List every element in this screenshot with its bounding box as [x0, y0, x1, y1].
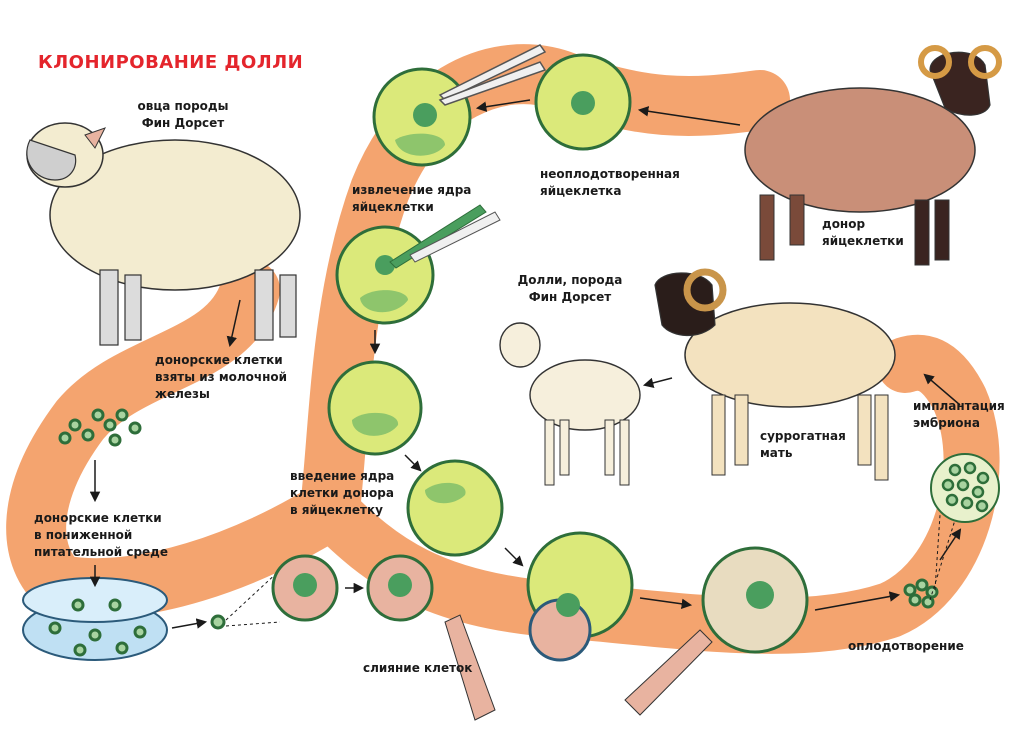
label-unfertilized-egg: неоплодотворенная яйцеклетка	[540, 167, 680, 198]
egg-cell-recipient	[406, 459, 504, 557]
egg-cell-extracted	[372, 67, 472, 167]
donor-cell-large-2	[366, 554, 434, 622]
label-fertilization: оплодотворение	[848, 639, 964, 653]
label-donor-cells-medium: донорские клетки в пониженной питательно…	[34, 511, 169, 559]
label-donor-nucleus-insertion: введение ядра клетки донора в яйцеклетку	[290, 469, 395, 517]
fusion-electrode	[444, 614, 713, 721]
pipette-extraction	[438, 44, 547, 106]
donor-cells-cluster	[58, 408, 142, 447]
donor-cell-large-1	[271, 554, 339, 622]
egg-cell-enucleated	[327, 360, 423, 456]
process-path-lower	[302, 334, 1000, 654]
label-dolly: Долли, порода Фин Дорсет	[517, 273, 623, 304]
single-donor-cell	[210, 614, 226, 630]
label-cell-fusion: слияние клеток	[363, 661, 473, 675]
egg-cell-fused	[526, 531, 634, 662]
label-egg-donor: донор яйцеклетки	[822, 217, 904, 248]
pipette-nucleus-removal	[389, 204, 501, 269]
egg-cell-fertilization	[701, 546, 809, 654]
label-finn-dorset-sheep: овца породы Фин Дорсет	[137, 99, 229, 130]
step-arrows	[89, 99, 962, 629]
label-embryo-implantation: имплантация эмбриона	[913, 399, 1005, 430]
finn-dorset-sheep	[26, 122, 301, 346]
diagram-title: КЛОНИРОВАНИЕ ДОЛЛИ	[38, 52, 304, 73]
embryo-enlarged	[930, 453, 1000, 523]
egg-cell-nucleus-removal	[335, 225, 435, 325]
egg-cell-unfertilized	[534, 53, 632, 151]
egg-donor-sheep	[744, 45, 1002, 266]
label-donor-cells-mammary: донорские клетки взяты из молочной желез…	[155, 353, 288, 401]
petri-dish	[22, 577, 168, 661]
label-egg-nucleus-removal: извлечение ядра яйцеклетки	[352, 183, 472, 214]
label-surrogate-mother: суррогатная мать	[760, 429, 846, 460]
surrogate-mother-sheep	[654, 268, 896, 481]
dolly-lamb	[499, 322, 641, 486]
